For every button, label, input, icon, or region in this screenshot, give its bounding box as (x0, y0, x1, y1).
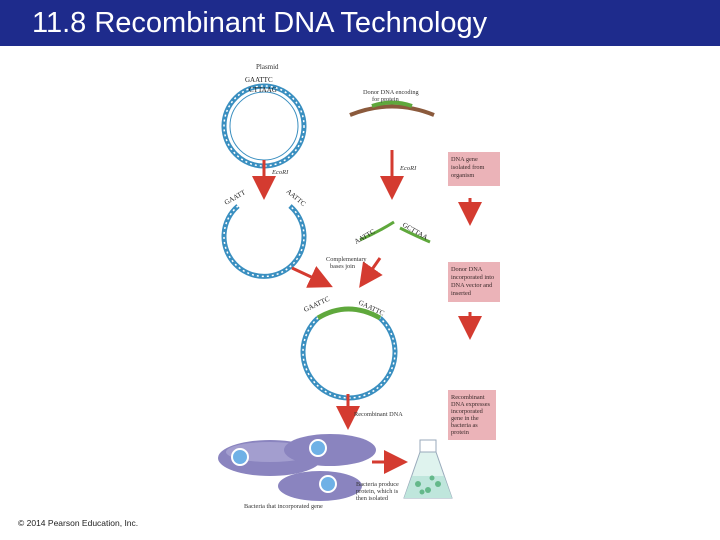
donor-fragment-right (399, 226, 431, 244)
plasmid-bases-bottom: CTTAAG (249, 86, 277, 94)
donor-label-line1: Donor DNA encoding (363, 89, 419, 96)
box1-line3: organism (451, 172, 474, 179)
donor-fragment-left (359, 220, 395, 242)
bacteria-produce-line3: then isolated (356, 495, 389, 502)
complementary-label-line1: Complementary (326, 256, 367, 263)
box3-line2: DNA expresses (451, 401, 491, 408)
frag-bases-left: AATTC (353, 227, 377, 245)
box1-line2: isolated from (451, 164, 485, 171)
box1-line1: DNA gene (451, 156, 478, 163)
box3-line3: incorporated (451, 408, 484, 415)
recombinant-label: Recombinant DNA (354, 411, 403, 418)
step-box-2 (448, 262, 500, 302)
flask (403, 439, 453, 499)
step-box-3 (448, 390, 496, 440)
cut-bases-left: GAATT (223, 188, 247, 207)
donor-label-line2: for protein (372, 96, 400, 103)
copyright: © 2014 Pearson Education, Inc. (18, 518, 139, 528)
gene-segment (371, 100, 413, 108)
complementary-label-line2: bases join (330, 263, 356, 270)
plasmid-label: Plasmid (256, 63, 279, 71)
box3-line4: gene in the (451, 415, 479, 422)
bacteria-cells (218, 434, 376, 501)
join-arrow-right (359, 257, 383, 288)
step-box-1 (448, 152, 500, 186)
bacteria-label: Bacteria that incorporated gene (244, 503, 323, 510)
box2-line3: DNA vector and (451, 282, 493, 289)
box3-line6: protein (451, 429, 470, 436)
title-bar: 11.8 Recombinant DNA Technology (0, 0, 720, 46)
ecori-label-right: EcoRI (399, 165, 417, 172)
join-arrow-left (291, 266, 333, 288)
bacteria-produce-line1: Bacteria produce (356, 481, 399, 488)
bacteria-produce-line2: protein, which is (356, 488, 399, 495)
plasmid-bases-top: GAATTC (245, 76, 273, 84)
box2-line1: Donor DNA (451, 266, 483, 273)
donor-dna-strand (349, 104, 435, 117)
slide-title: 11.8 Recombinant DNA Technology (32, 7, 488, 39)
box2-line2: incorporated into (451, 274, 494, 281)
recombinant-plasmid (300, 306, 398, 401)
plasmid-intact (221, 83, 307, 169)
ecori-label-left: EcoRI (271, 169, 289, 176)
cut-bases-right: AATTC (285, 187, 308, 208)
box3-line5: bacteria as (451, 422, 478, 429)
box3-line1: Recombinant (451, 394, 485, 401)
box2-line4: inserted (451, 290, 472, 297)
